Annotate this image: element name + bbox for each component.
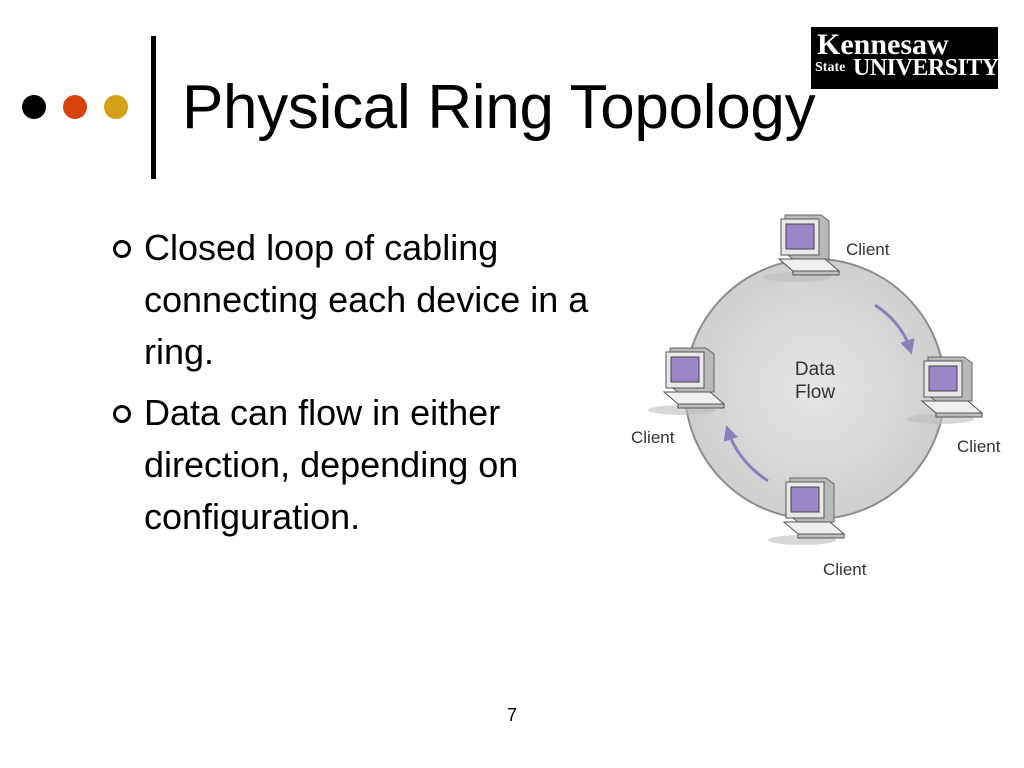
page-number: 7 — [506, 705, 517, 725]
slide-title: Physical Ring Topology — [182, 73, 816, 142]
bullet-marker-icon — [113, 405, 131, 423]
bullet-item: Closed loop of cabling connecting each d… — [110, 222, 610, 378]
bullet-text: Data can flow in either direction, depen… — [144, 392, 519, 537]
data-flow-label-line1: Data — [795, 359, 836, 380]
bullet-text: Closed loop of cabling connecting each d… — [144, 227, 589, 372]
bullet-list: Closed loop of cabling connecting each d… — [110, 222, 610, 552]
ring-topology-diagram: Data Flow Client Client Client Client — [631, 214, 1001, 579]
bullet-marker-icon — [113, 240, 131, 258]
node-label-right: Client — [957, 437, 1001, 456]
computer-icon-left — [647, 347, 725, 416]
bullet-item: Data can flow in either direction, depen… — [110, 387, 610, 543]
node-label-top: Client — [846, 240, 890, 259]
logo-university: UNIVERSITY — [853, 55, 998, 81]
logo-state: State — [815, 60, 846, 75]
data-flow-label-line2: Flow — [795, 382, 835, 403]
university-logo: Kennesaw State UNIVERSITY — [811, 27, 998, 89]
decor-dot-gold — [104, 95, 128, 119]
flow-arrow-top — [874, 303, 915, 355]
logo-line1: Kennesaw — [817, 28, 949, 61]
node-label-bottom: Client — [823, 560, 867, 579]
node-label-left: Client — [631, 428, 675, 447]
decor-dot-black — [22, 95, 46, 119]
decor-dot-red — [63, 95, 87, 119]
title-divider — [151, 36, 156, 179]
flow-arrow-bottom — [723, 425, 769, 483]
